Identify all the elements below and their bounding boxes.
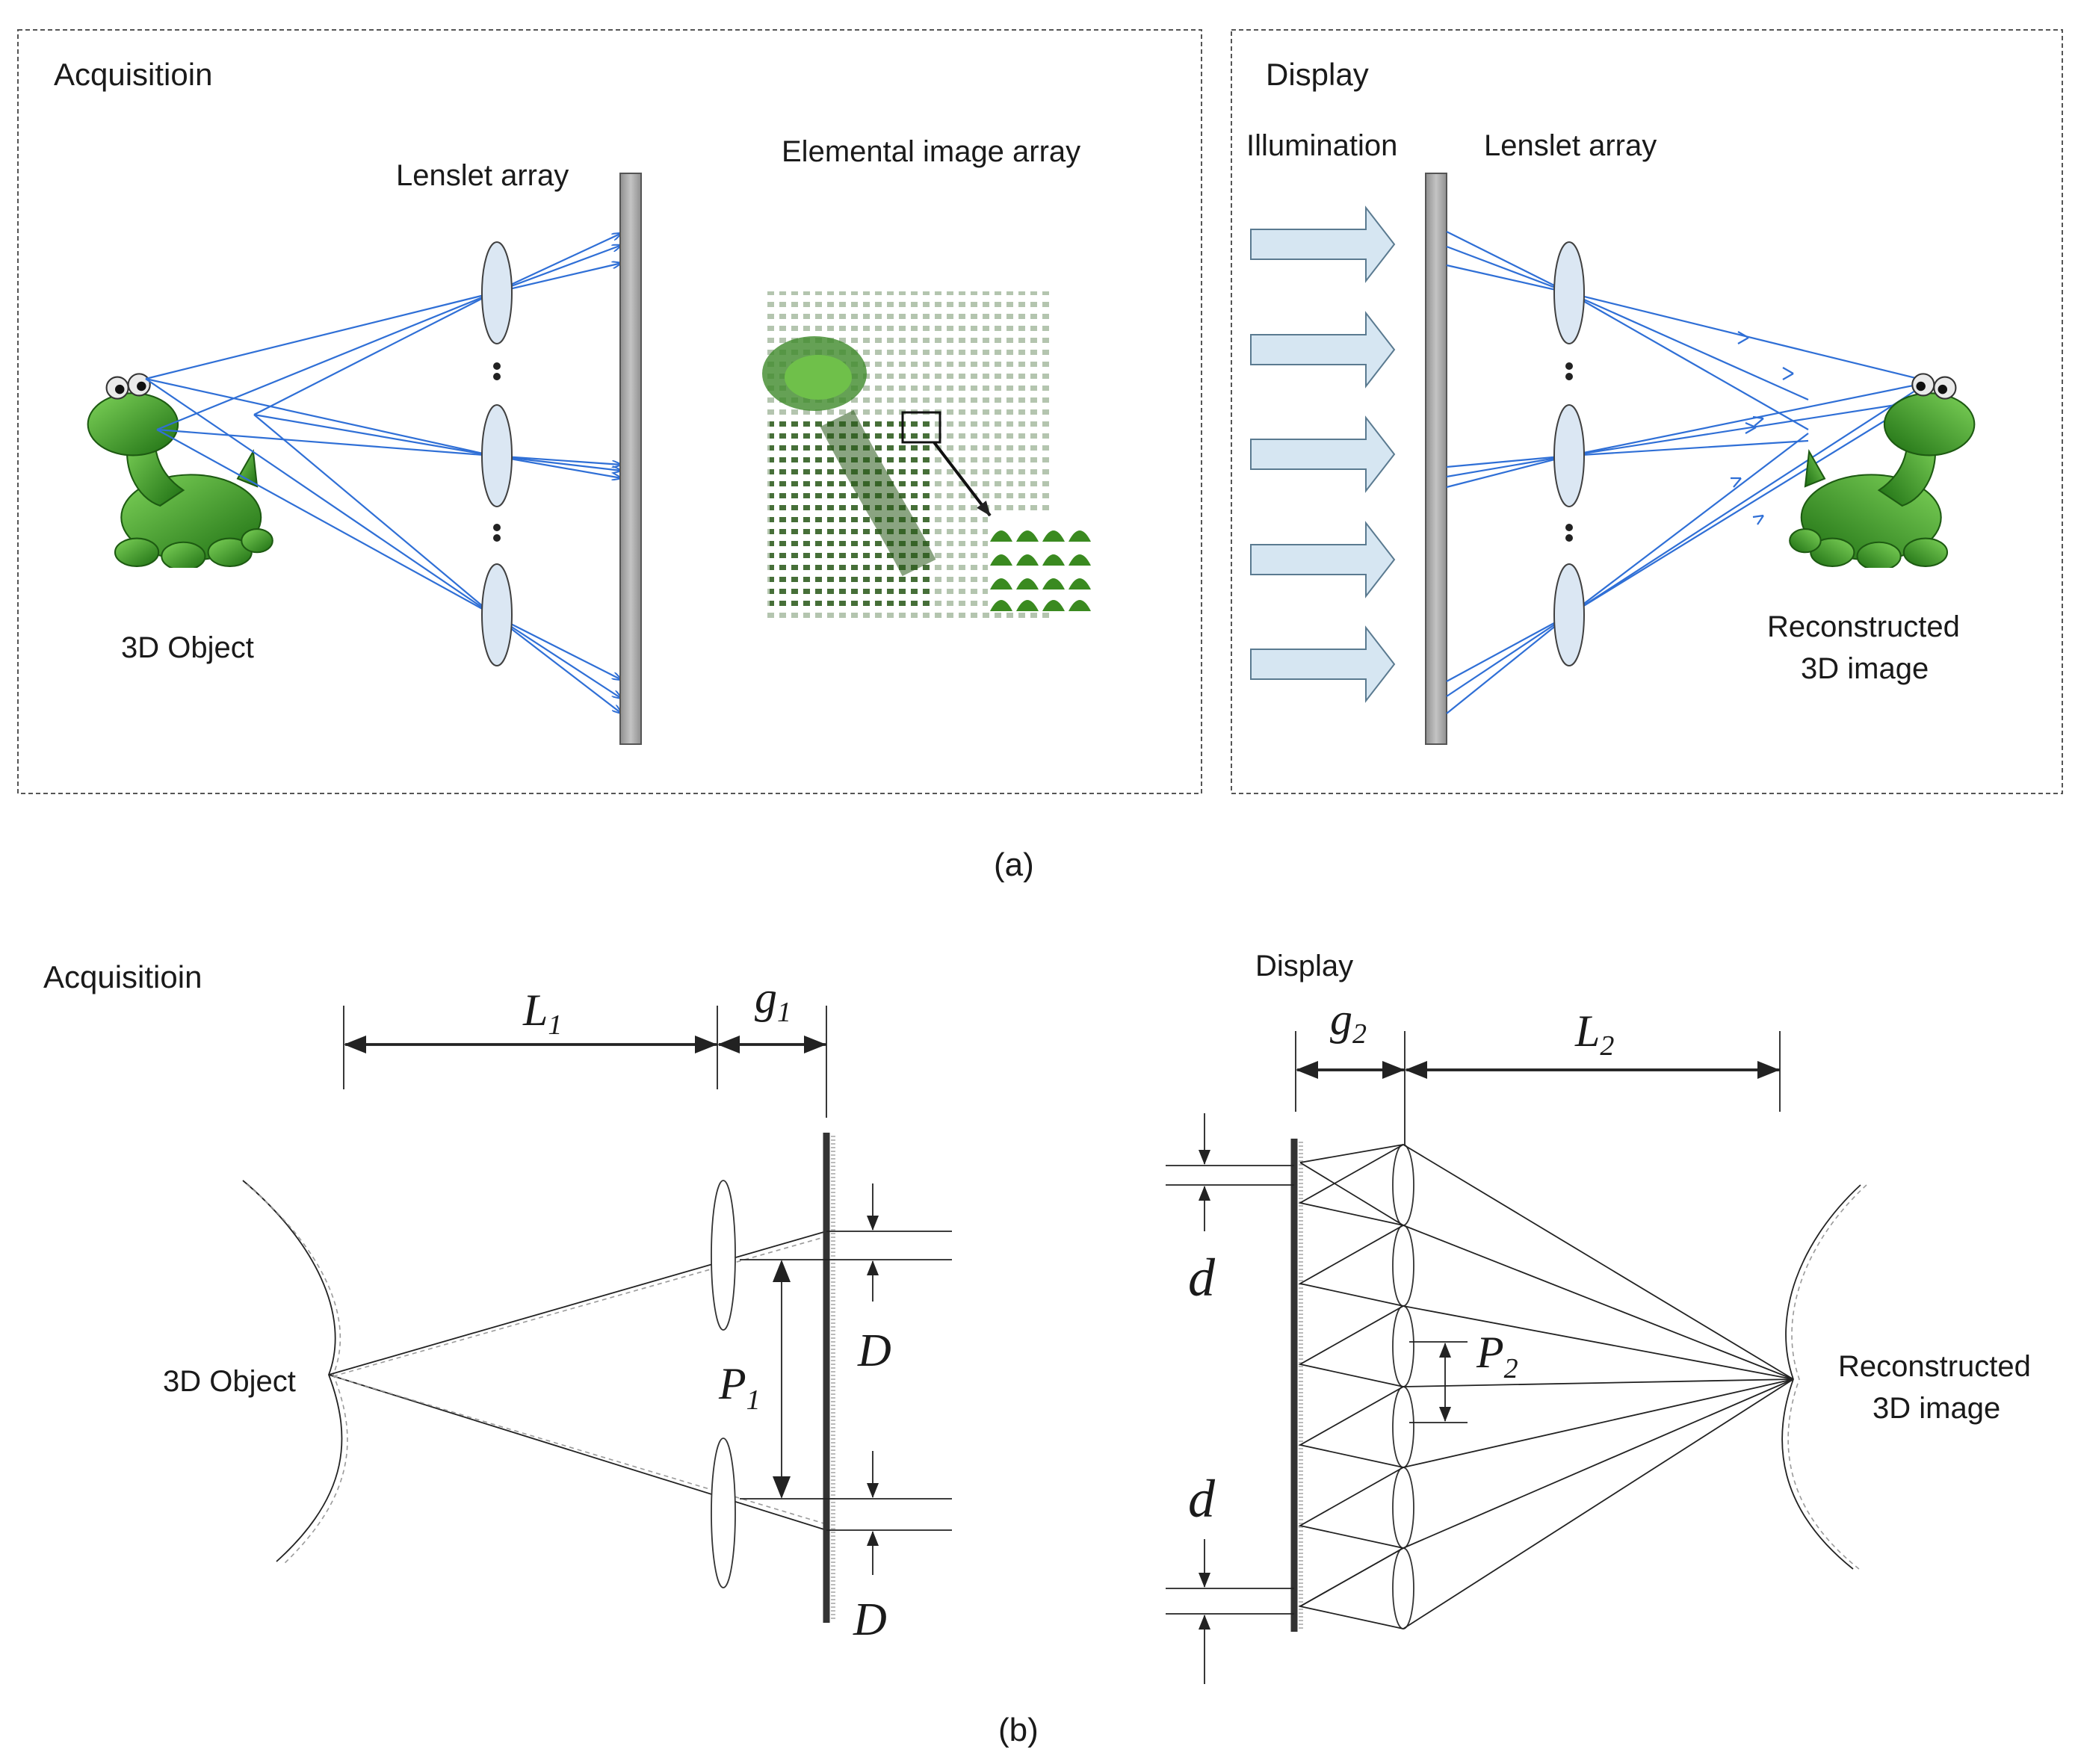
b-acquisition-title: Acquisitioin — [43, 959, 202, 994]
display-lens-bottom — [1553, 563, 1585, 666]
b-acq-lens-bottom — [711, 1437, 736, 1588]
P1-label: P1 — [718, 1359, 761, 1416]
reconstructed-label-line2: 3D image — [1801, 652, 1929, 685]
b-acq-lens-top — [711, 1180, 736, 1331]
caption-a: (a) — [994, 847, 1034, 883]
b-disp-lenses — [1392, 1144, 1414, 1630]
b-display-title: Display — [1255, 950, 1353, 982]
P2-label: P2 — [1476, 1328, 1518, 1384]
b-disp-dimensions — [1295, 1031, 1781, 1146]
illumination-label: Illumination — [1246, 129, 1397, 162]
acquisition-lens-bottom — [481, 563, 513, 666]
acquisition-sensor-plate — [619, 173, 642, 745]
D-top-label: D — [857, 1325, 891, 1376]
illumination-arrows — [1250, 205, 1396, 703]
b-recon-line1: Reconstructed — [1838, 1350, 2031, 1383]
display-rays — [1446, 231, 1929, 714]
b-acq-rays — [328, 1231, 827, 1531]
acquisition-rays — [145, 233, 622, 714]
d-bottom-label: d — [1188, 1469, 1216, 1529]
b-P2-dimension — [1409, 1341, 1468, 1423]
display-panel-plate — [1425, 173, 1447, 745]
acquisition-panel-border — [17, 29, 1202, 794]
d-top-label: d — [1188, 1248, 1216, 1307]
b-d-dimensions — [1166, 1113, 1294, 1684]
L1-label: L1 — [522, 985, 562, 1041]
display-title: Display — [1266, 57, 1369, 92]
L2-label: L2 — [1574, 1006, 1614, 1062]
b-3d-object-label: 3D Object — [163, 1365, 296, 1398]
b-recon-curve — [1781, 1184, 1861, 1570]
b-P1-dimension — [740, 1259, 826, 1500]
b-D-dimensions — [826, 1183, 952, 1575]
acquisition-lens-middle — [481, 404, 513, 507]
lens-ellipsis-dots — [493, 362, 501, 542]
display-lens-middle — [1553, 404, 1585, 507]
acquisition-lens-top — [481, 241, 513, 344]
dino-object-image — [87, 373, 273, 568]
display-lens-ellipsis-dots — [1565, 362, 1573, 542]
elemental-image-array-picture — [762, 291, 1094, 620]
b-disp-rays — [1298, 1144, 1794, 1630]
D-bottom-label: D — [853, 1594, 887, 1645]
3d-object-label: 3D Object — [121, 631, 254, 664]
display-lens-top — [1553, 241, 1585, 344]
display-lenslet-array-label: Lenslet array — [1484, 129, 1657, 162]
lenslet-array-label: Lenslet array — [396, 159, 569, 192]
elemental-image-array-label: Elemental image array — [782, 135, 1080, 168]
reconstructed-dino-image — [1789, 373, 1976, 568]
g2-label: g2 — [1330, 994, 1367, 1050]
reconstructed-label-line1: Reconstructed — [1767, 610, 1960, 643]
caption-b: (b) — [998, 1712, 1039, 1748]
display-panel-border — [1231, 29, 2063, 794]
b-recon-line2: 3D image — [1873, 1392, 2000, 1425]
acquisition-title: Acquisitioin — [54, 57, 212, 92]
b-acq-dimensions — [343, 1006, 827, 1118]
g1-label: g1 — [755, 973, 791, 1028]
